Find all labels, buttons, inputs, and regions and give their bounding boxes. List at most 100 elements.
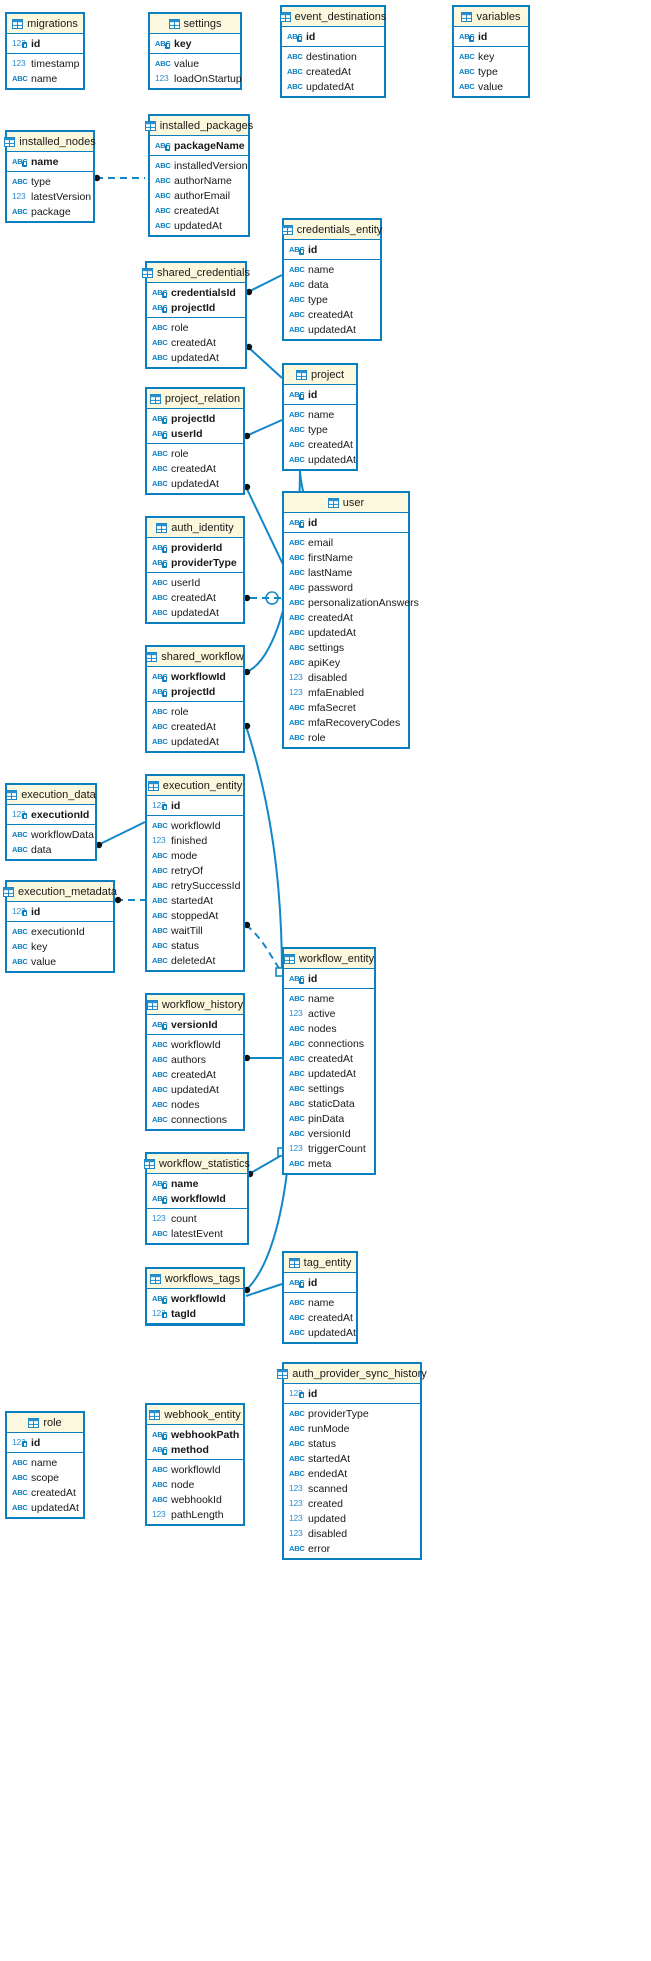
column-email[interactable]: ABCemail bbox=[284, 535, 408, 550]
column-endedAt[interactable]: ABCendedAt bbox=[284, 1466, 420, 1481]
column-lastName[interactable]: ABClastName bbox=[284, 565, 408, 580]
column-projectId[interactable]: ABCprojectId bbox=[147, 411, 243, 426]
column-scanned[interactable]: 123scanned bbox=[284, 1481, 420, 1496]
column-startedAt[interactable]: ABCstartedAt bbox=[284, 1451, 420, 1466]
column-finished[interactable]: 123finished bbox=[147, 833, 243, 848]
entity-installed_nodes[interactable]: installed_nodesABCnameABCtype123latestVe… bbox=[4, 130, 96, 223]
column-projectId[interactable]: ABCprojectId bbox=[147, 300, 245, 315]
column-updatedAt[interactable]: ABCupdatedAt bbox=[150, 218, 248, 233]
column-authors[interactable]: ABCauthors bbox=[147, 1052, 243, 1067]
column-updatedAt[interactable]: ABCupdatedAt bbox=[147, 476, 243, 491]
column-destination[interactable]: ABCdestination bbox=[282, 49, 384, 64]
column-settings[interactable]: ABCsettings bbox=[284, 1081, 374, 1096]
entity-auth_provider_sync_history[interactable]: auth_provider_sync_history123idABCprovid… bbox=[277, 1362, 427, 1560]
entity-project_relation[interactable]: project_relationABCprojectIdABCuserIdABC… bbox=[145, 387, 245, 495]
column-createdAt[interactable]: ABCcreatedAt bbox=[284, 307, 380, 322]
column-webhookPath[interactable]: ABCwebhookPath bbox=[147, 1427, 243, 1442]
column-updatedAt[interactable]: ABCupdatedAt bbox=[147, 350, 245, 365]
column-nodes[interactable]: ABCnodes bbox=[147, 1097, 243, 1112]
column-error[interactable]: ABCerror bbox=[284, 1541, 420, 1556]
entity-project[interactable]: projectABCidABCnameABCtypeABCcreatedAtAB… bbox=[282, 363, 358, 471]
column-data[interactable]: ABCdata bbox=[7, 842, 95, 857]
column-retryOf[interactable]: ABCretryOf bbox=[147, 863, 243, 878]
entity-variables[interactable]: variablesABCidABCkeyABCtypeABCvalue bbox=[452, 5, 530, 98]
column-name[interactable]: ABCname bbox=[284, 991, 374, 1006]
column-apiKey[interactable]: ABCapiKey bbox=[284, 655, 408, 670]
column-meta[interactable]: ABCmeta bbox=[284, 1156, 374, 1171]
column-updatedAt[interactable]: ABCupdatedAt bbox=[284, 452, 356, 467]
entity-installed_packages[interactable]: installed_packagesABCpackageNameABCinsta… bbox=[144, 114, 253, 237]
column-connections[interactable]: ABCconnections bbox=[147, 1112, 243, 1127]
column-count[interactable]: 123count bbox=[147, 1211, 247, 1226]
column-updatedAt[interactable]: ABCupdatedAt bbox=[147, 1082, 243, 1097]
column-id[interactable]: 123id bbox=[7, 36, 83, 51]
column-mfaEnabled[interactable]: 123mfaEnabled bbox=[284, 685, 408, 700]
column-createdAt[interactable]: ABCcreatedAt bbox=[284, 610, 408, 625]
column-latestVersion[interactable]: 123latestVersion bbox=[7, 189, 93, 204]
column-firstName[interactable]: ABCfirstName bbox=[284, 550, 408, 565]
column-status[interactable]: ABCstatus bbox=[284, 1436, 420, 1451]
entity-workflow_statistics[interactable]: workflow_statisticsABCnameABCworkflowId1… bbox=[144, 1152, 250, 1245]
column-executionId[interactable]: 123executionId bbox=[7, 807, 95, 822]
entity-tag_entity[interactable]: tag_entityABCidABCnameABCcreatedAtABCupd… bbox=[282, 1251, 358, 1344]
column-installedVersion[interactable]: ABCinstalledVersion bbox=[150, 158, 248, 173]
column-id[interactable]: ABCid bbox=[454, 29, 528, 44]
column-data[interactable]: ABCdata bbox=[284, 277, 380, 292]
column-workflowId[interactable]: ABCworkflowId bbox=[147, 669, 243, 684]
column-type[interactable]: ABCtype bbox=[7, 174, 93, 189]
column-providerType[interactable]: ABCproviderType bbox=[147, 555, 243, 570]
column-executionId[interactable]: ABCexecutionId bbox=[7, 924, 113, 939]
column-node[interactable]: ABCnode bbox=[147, 1477, 243, 1492]
column-userId[interactable]: ABCuserId bbox=[147, 426, 243, 441]
column-disabled[interactable]: 123disabled bbox=[284, 670, 408, 685]
entity-shared_workflow[interactable]: shared_workflowABCworkflowIdABCprojectId… bbox=[145, 645, 245, 753]
entity-migrations[interactable]: migrations123id123timestampABCname bbox=[5, 12, 85, 90]
column-loadOnStartup[interactable]: 123loadOnStartup bbox=[150, 71, 242, 86]
entity-role[interactable]: role123idABCnameABCscopeABCcreatedAtABCu… bbox=[5, 1411, 85, 1519]
column-name[interactable]: ABCname bbox=[147, 1176, 247, 1191]
column-triggerCount[interactable]: 123triggerCount bbox=[284, 1141, 374, 1156]
entity-execution_metadata[interactable]: execution_metadata123idABCexecutionIdABC… bbox=[3, 880, 117, 973]
column-workflowId[interactable]: ABCworkflowId bbox=[147, 1191, 247, 1206]
entity-shared_credentials[interactable]: shared_credentialsABCcredentialsIdABCpro… bbox=[142, 261, 250, 369]
column-name[interactable]: ABCname bbox=[7, 71, 83, 86]
column-active[interactable]: 123active bbox=[284, 1006, 374, 1021]
column-role[interactable]: ABCrole bbox=[147, 446, 243, 461]
column-timestamp[interactable]: 123timestamp bbox=[7, 56, 83, 71]
column-createdAt[interactable]: ABCcreatedAt bbox=[147, 590, 243, 605]
column-createdAt[interactable]: ABCcreatedAt bbox=[284, 1051, 374, 1066]
column-versionId[interactable]: ABCversionId bbox=[147, 1017, 243, 1032]
column-key[interactable]: ABCkey bbox=[7, 939, 113, 954]
column-authorName[interactable]: ABCauthorName bbox=[150, 173, 248, 188]
column-type[interactable]: ABCtype bbox=[454, 64, 528, 79]
column-staticData[interactable]: ABCstaticData bbox=[284, 1096, 374, 1111]
column-type[interactable]: ABCtype bbox=[284, 292, 380, 307]
column-workflowId[interactable]: ABCworkflowId bbox=[147, 1462, 243, 1477]
column-id[interactable]: ABCid bbox=[284, 971, 374, 986]
column-id[interactable]: ABCid bbox=[284, 242, 380, 257]
column-name[interactable]: ABCname bbox=[7, 1455, 83, 1470]
column-password[interactable]: ABCpassword bbox=[284, 580, 408, 595]
entity-workflow_history[interactable]: workflow_historyABCversionIdABCworkflowI… bbox=[145, 993, 245, 1131]
column-connections[interactable]: ABCconnections bbox=[284, 1036, 374, 1051]
column-role[interactable]: ABCrole bbox=[147, 320, 245, 335]
column-personalizationAnswers[interactable]: ABCpersonalizationAnswers bbox=[284, 595, 419, 610]
column-projectId[interactable]: ABCprojectId bbox=[147, 684, 243, 699]
column-updatedAt[interactable]: ABCupdatedAt bbox=[147, 734, 243, 749]
column-id[interactable]: ABCid bbox=[282, 29, 384, 44]
column-method[interactable]: ABCmethod bbox=[147, 1442, 243, 1457]
column-id[interactable]: 123id bbox=[7, 1435, 83, 1450]
column-createdAt[interactable]: ABCcreatedAt bbox=[147, 461, 243, 476]
entity-workflow_entity[interactable]: workflow_entityABCidABCname123activeABCn… bbox=[282, 947, 376, 1175]
column-id[interactable]: 123id bbox=[147, 798, 243, 813]
column-createdAt[interactable]: ABCcreatedAt bbox=[147, 1067, 243, 1082]
column-updatedAt[interactable]: ABCupdatedAt bbox=[284, 1066, 374, 1081]
column-authorEmail[interactable]: ABCauthorEmail bbox=[150, 188, 248, 203]
column-createdAt[interactable]: ABCcreatedAt bbox=[282, 64, 384, 79]
column-deletedAt[interactable]: ABCdeletedAt bbox=[147, 953, 243, 968]
column-package[interactable]: ABCpackage bbox=[7, 204, 93, 219]
column-packageName[interactable]: ABCpackageName bbox=[150, 138, 248, 153]
column-id[interactable]: 123id bbox=[7, 904, 113, 919]
column-updatedAt[interactable]: ABCupdatedAt bbox=[284, 625, 408, 640]
column-retrySuccessId[interactable]: ABCretrySuccessId bbox=[147, 878, 243, 893]
